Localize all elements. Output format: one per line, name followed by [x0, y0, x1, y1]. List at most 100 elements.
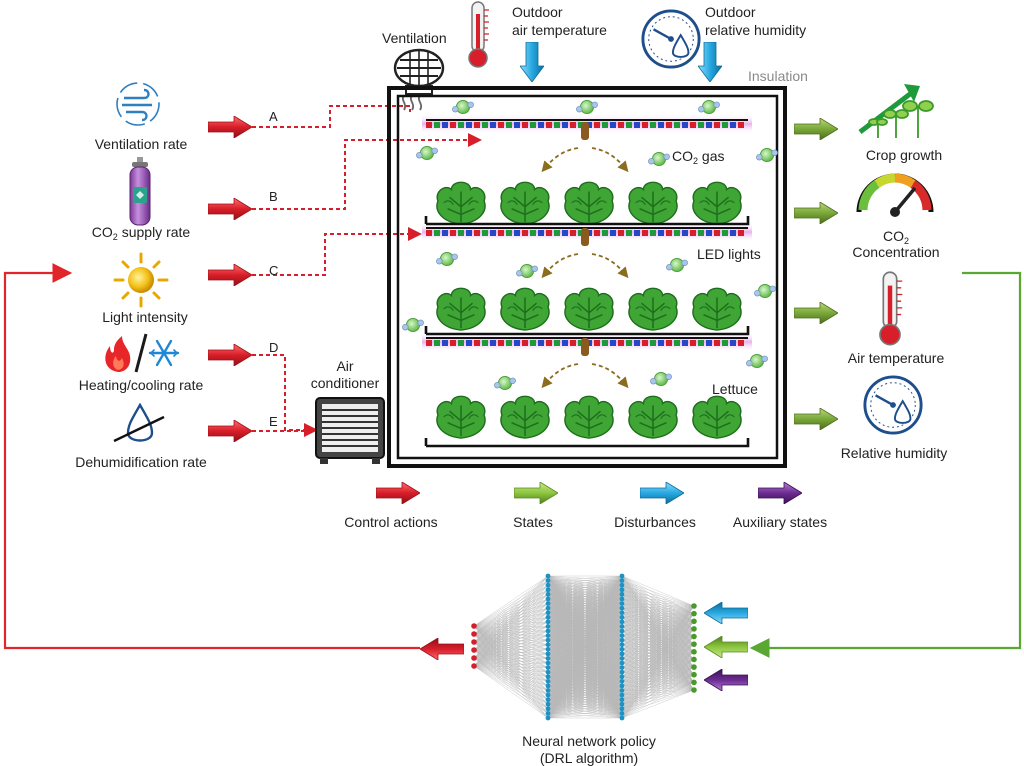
dashed-line-a	[252, 105, 411, 128]
label-relative-humidity: Relative humidity	[840, 445, 948, 461]
co2-molecule	[516, 263, 538, 279]
lettuce-plant	[692, 395, 742, 439]
legend-arrow-states	[514, 482, 558, 504]
letter-a: A	[269, 109, 278, 124]
label-concentration: Concentration	[852, 244, 940, 260]
lettuce-plant	[564, 395, 614, 439]
co2-molecule	[416, 145, 438, 161]
lettuce-plant	[500, 181, 550, 225]
control-feedback-line	[3, 263, 420, 650]
lettuce-plant	[436, 181, 486, 225]
letter-c: C	[269, 263, 279, 278]
lettuce-plant	[564, 181, 614, 225]
dashed-line-d	[252, 354, 318, 437]
lettuce-plant	[500, 287, 550, 331]
shelf-2	[424, 326, 750, 336]
co2-molecule	[436, 251, 458, 267]
snowflake-icon	[148, 339, 180, 367]
label-outdoor-temp-2: air temperature	[512, 22, 607, 38]
label-light-intensity: Light intensity	[102, 309, 188, 325]
legend-label-control: Control actions	[344, 514, 438, 530]
co2-molecule	[698, 99, 720, 115]
lettuce-plant	[692, 287, 742, 331]
outdoor-temperature-arrow	[520, 42, 544, 82]
air-conditioner-icon	[315, 397, 385, 464]
control-arrow-a	[208, 116, 252, 138]
label-led-lights: LED lights	[697, 246, 761, 262]
co2-molecule	[666, 257, 688, 273]
network-nodes	[471, 573, 697, 721]
control-arrow-b	[208, 198, 252, 220]
slash-divider	[134, 333, 148, 373]
co2-molecule	[754, 283, 776, 299]
state-arrow-air-temperature	[794, 302, 838, 324]
co2-molecule	[650, 371, 672, 387]
co2-molecule	[746, 353, 768, 369]
outdoor-humidity-arrow	[698, 42, 722, 82]
letter-d: D	[269, 340, 279, 355]
co2-molecule	[576, 99, 598, 115]
wind-icon	[116, 82, 160, 126]
letter-b: B	[269, 189, 278, 204]
lettuce-plant	[436, 287, 486, 331]
co2-molecule	[756, 147, 778, 163]
legend-arrow-auxiliary	[758, 482, 802, 504]
label-lettuce: Lettuce	[712, 381, 758, 397]
dashed-line-b	[252, 133, 482, 210]
input-arrow-auxiliary	[704, 669, 748, 691]
lettuce-plant	[692, 181, 742, 225]
legend-label-states: States	[513, 514, 553, 530]
label-air-1: Air	[336, 358, 354, 374]
air-flow-lines	[401, 95, 423, 111]
label-co2-gas: CO2 gas	[672, 148, 725, 166]
policy-output-arrow	[420, 638, 464, 660]
lettuce-plant	[500, 395, 550, 439]
label-co2-supply-rate: CO2 supply rate	[91, 224, 191, 242]
label-network-2: (DRL algorithm)	[539, 750, 639, 766]
flame-icon	[105, 336, 131, 372]
outdoor-hygrometer-icon	[641, 9, 701, 69]
sun-icon	[113, 252, 169, 308]
co2-cylinder-icon	[129, 157, 151, 226]
legend-label-auxiliary: Auxiliary states	[732, 514, 828, 530]
control-arrow-e	[208, 420, 252, 442]
label-co2: CO2	[882, 228, 910, 246]
label-air-conditioner-2: conditioner	[310, 375, 380, 391]
co2-molecule	[452, 99, 474, 115]
label-dehumidification-rate: Dehumidification rate	[75, 454, 207, 470]
label-outdoor-rh-2: relative humidity	[705, 22, 807, 38]
lettuce-plant	[564, 287, 614, 331]
lettuce-plant	[436, 395, 486, 439]
greenhouse-inner-wall	[396, 94, 779, 460]
label-ventilation: Ventilation	[382, 30, 447, 46]
neural-network	[471, 573, 697, 721]
co2-gauge-icon	[856, 173, 934, 217]
co2-molecule	[648, 151, 670, 167]
relative-humidity-gauge-icon	[863, 375, 923, 435]
shelf-3	[424, 438, 750, 448]
co2-molecule	[494, 375, 516, 391]
label-insulation: Insulation	[748, 68, 808, 84]
legend-arrow-control	[376, 482, 420, 504]
label-heating-cooling-rate: Heating/cooling rate	[78, 377, 204, 393]
greenhouse-outer-wall	[387, 86, 787, 468]
label-network-1: Neural network policy	[522, 733, 656, 749]
crop-growth-icon	[858, 84, 934, 138]
label-outdoor-temp-1: Outdoor	[512, 4, 563, 20]
label-crop-growth: Crop growth	[865, 147, 943, 163]
air-temperature-thermometer-icon	[879, 271, 904, 346]
label-air-temperature: Air temperature	[847, 350, 945, 366]
co2-molecule	[402, 317, 424, 333]
lettuce-plant	[628, 287, 678, 331]
state-arrow-crop-growth	[794, 118, 838, 140]
letter-e: E	[269, 414, 278, 429]
shelf-1	[424, 216, 750, 226]
label-outdoor-rh-1: Outdoor	[705, 4, 756, 20]
network-connections	[473, 575, 695, 719]
control-arrow-d	[208, 344, 252, 366]
state-feedback-line	[749, 271, 1022, 658]
control-arrow-c	[208, 264, 252, 286]
water-drop-crossed-icon	[113, 402, 165, 443]
lettuce-plant	[628, 181, 678, 225]
